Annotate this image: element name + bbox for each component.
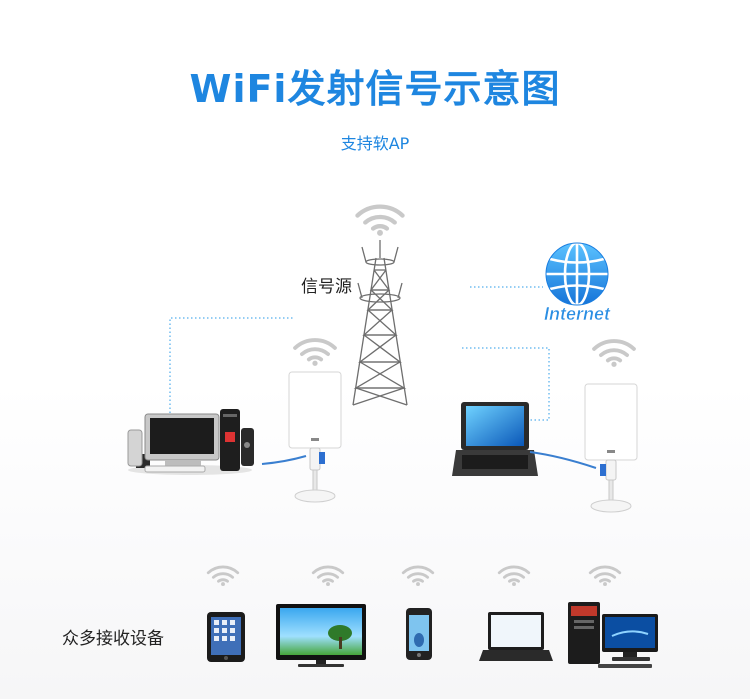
internet-label: Internet (544, 304, 611, 324)
wifi-signal-icon (401, 565, 435, 587)
tablet-icon (207, 612, 245, 662)
globe-icon (545, 241, 609, 307)
desktop-computer-icon (127, 409, 254, 475)
usb-cable-left (261, 455, 307, 465)
wifi-signal-icon (206, 565, 240, 587)
page-subtitle: 支持软AP (340, 134, 410, 153)
wifi-signal-icon (588, 565, 622, 587)
line-laptop-to-antenna (462, 347, 550, 421)
tv-icon (276, 604, 366, 667)
wifi-signal-icon (497, 565, 531, 587)
laptop-icon (452, 402, 538, 476)
phone-icon (406, 608, 432, 660)
wifi-signal-icon (293, 338, 337, 367)
connection-lines (169, 286, 550, 421)
usb-cable-right (529, 451, 597, 469)
laptop-icon (479, 612, 553, 661)
antenna-router-icon (288, 371, 342, 503)
tower-icon (352, 240, 408, 406)
antenna-router-icon (584, 383, 638, 513)
signal-source-label: 信号源 (301, 277, 352, 297)
wifi-signal-icon (592, 339, 636, 368)
wifi-signal-icon (357, 207, 402, 236)
desktop-pc-icon (568, 602, 658, 668)
wifi-signal-icon (311, 565, 345, 587)
receiving-devices-label: 众多接收设备 (62, 629, 164, 649)
page-title: WiFi发射信号示意图 (189, 67, 561, 111)
line-computer-to-tower (169, 317, 294, 413)
